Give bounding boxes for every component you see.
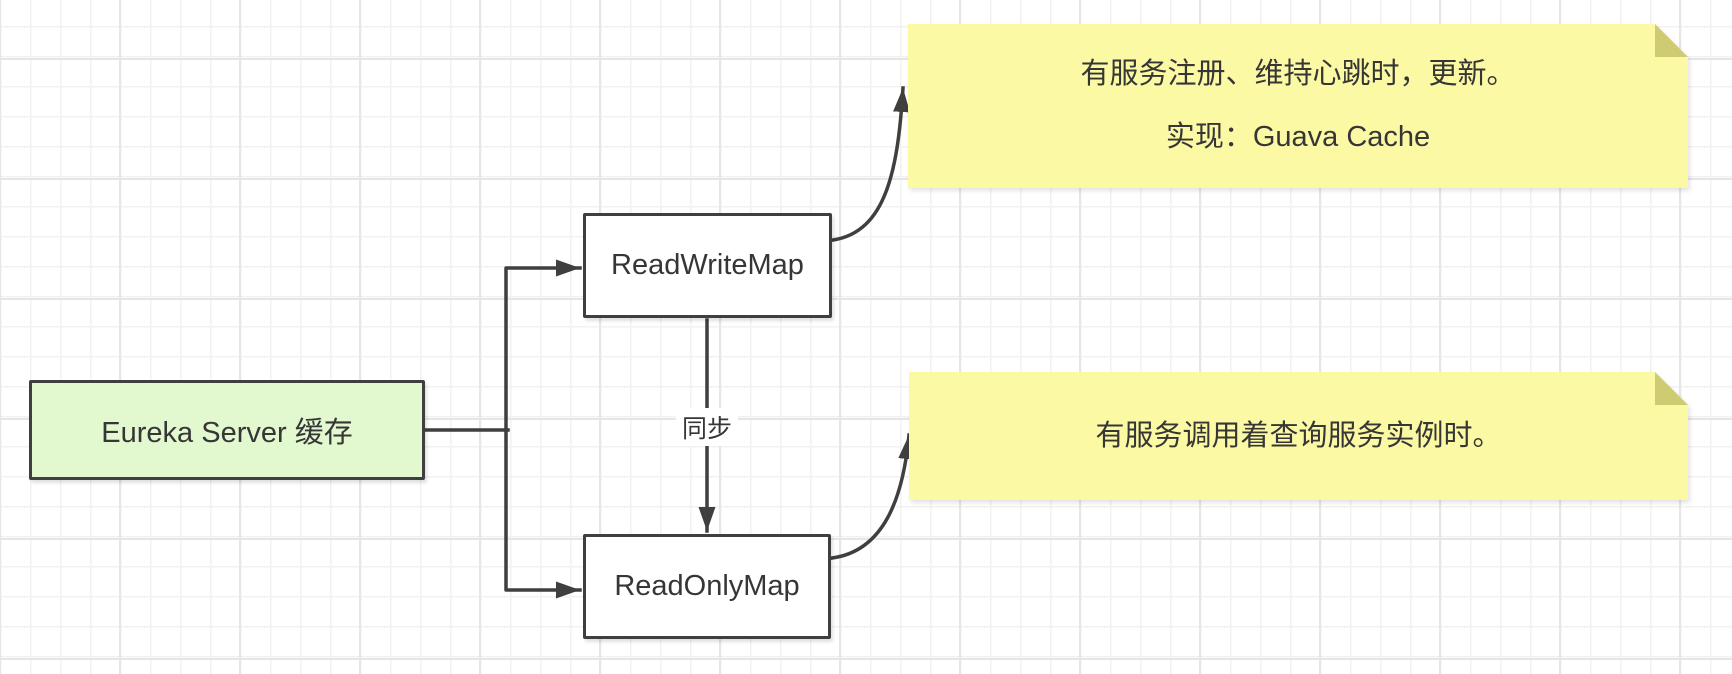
note-line: 有服务注册、维持心跳时，更新。 <box>1080 58 1516 90</box>
readonlymap-label: ReadOnlyMap <box>614 570 800 602</box>
sync-edge-label[interactable]: 同步 <box>675 408 739 446</box>
readonlymap-to-note-edge[interactable] <box>830 433 916 560</box>
readwritemap-label: ReadWriteMap <box>611 249 804 281</box>
note-background <box>908 24 1688 188</box>
note-content: 有服务调用着查询服务实例时。 <box>909 372 1688 500</box>
note-line: 实现：Guava Cache <box>1165 121 1431 153</box>
readonlymap-node[interactable]: ReadOnlyMap <box>583 534 831 639</box>
note-background <box>909 372 1688 500</box>
readwritemap-node[interactable]: ReadWriteMap <box>583 213 832 318</box>
eureka-server-cache-label: Eureka Server 缓存 <box>101 417 353 449</box>
eureka-to-readwritemap-edge[interactable] <box>504 259 582 432</box>
readwritemap-to-note-edge[interactable] <box>831 86 911 242</box>
note-line: 有服务调用着查询服务实例时。 <box>1095 419 1502 452</box>
eureka-server-cache-node[interactable]: Eureka Server 缓存 <box>29 380 425 480</box>
note-query-instances[interactable]: 有服务调用着查询服务实例时。 <box>909 372 1688 500</box>
note-content: 有服务注册、维持心跳时，更新。 实现：Guava Cache <box>908 24 1688 188</box>
note-registration-update[interactable]: 有服务注册、维持心跳时，更新。 实现：Guava Cache <box>908 24 1688 188</box>
eureka-to-readonlymap-edge[interactable] <box>504 428 582 599</box>
